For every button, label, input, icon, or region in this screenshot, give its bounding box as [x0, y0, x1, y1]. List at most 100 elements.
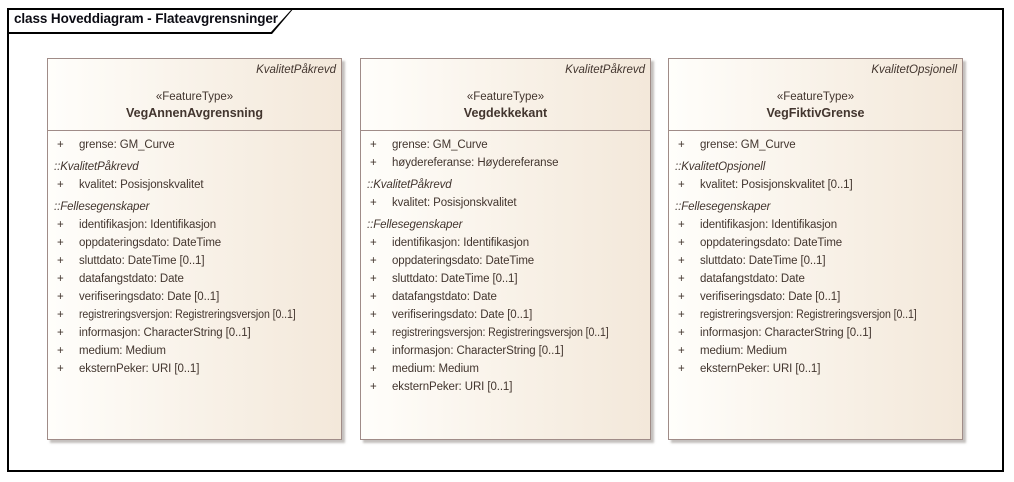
- attribute-row: +identifikasjon: Identifikasjon: [48, 216, 341, 234]
- visibility: +: [678, 345, 685, 357]
- attribute-text: identifikasjon: Identifikasjon: [700, 219, 837, 231]
- diagram-title-tab-fill: [9, 10, 292, 32]
- attribute-text: oppdateringsdato: DateTime: [700, 237, 843, 249]
- attribute-row: + datafangstdato: Date: [48, 270, 341, 288]
- visibility: +: [57, 291, 64, 303]
- attribute-text: registreringsversjon: Registreringsversj…: [79, 309, 296, 321]
- class-stereotype: «FeatureType»: [466, 91, 545, 103]
- attribute-text: medium: Medium: [700, 345, 787, 357]
- class-header: KvalitetPåkrevd «FeatureType» Vegdekkeka…: [361, 59, 650, 131]
- visibility: +: [678, 363, 685, 375]
- visibility: +: [57, 273, 64, 285]
- class-name: Vegdekkekant: [463, 106, 548, 120]
- attribute-row: +informasjon: CharacterString [0..1]: [48, 324, 341, 342]
- attribute-text: informasjon: CharacterString [0..1]: [700, 327, 872, 339]
- attribute-row: +registreringsversjon: Registreringsvers…: [48, 306, 341, 324]
- attribute-row: + verifiseringsdato: Date [0..1]: [669, 288, 962, 306]
- attribute-text: datafangstdato: Date: [79, 273, 184, 285]
- attribute-row: +sluttdato: DateTime [0..1]: [48, 252, 341, 270]
- attribute-row: + sluttdato: DateTime [0..1]: [669, 252, 962, 270]
- section-label: ::Fellesegenskaper: [675, 201, 771, 213]
- visibility: +: [370, 381, 377, 393]
- visibility: +: [370, 255, 377, 267]
- visibility: +: [57, 327, 64, 339]
- visibility: +: [57, 179, 64, 191]
- attribute-text: grense: GM_Curve: [79, 139, 175, 151]
- visibility: +: [678, 309, 685, 321]
- attribute-row: + informasjon: CharacterString [0..1]: [361, 342, 650, 360]
- attribute-text: sluttdato: DateTime [0..1]: [392, 273, 518, 285]
- attribute-text: grense: GM_Curve: [392, 139, 488, 151]
- attribute-row: +oppdateringsdato: DateTime: [48, 234, 341, 252]
- attribute-text: informasjon: CharacterString [0..1]: [392, 345, 564, 357]
- class-header: KvalitetPåkrevd «FeatureType» VegAnnenAv…: [48, 59, 341, 131]
- attribute-text: eksternPeker: URI [0..1]: [392, 381, 513, 393]
- attribute-text: registreringsversjon: Registreringsversj…: [392, 327, 609, 339]
- attribute-row: +oppdateringsdato: DateTime: [669, 234, 962, 252]
- visibility: +: [370, 291, 377, 303]
- visibility: +: [57, 363, 64, 375]
- attribute-text: kvalitet: Posisjonskvalitet: [392, 197, 517, 209]
- section-label: ::KvalitetPåkrevd: [54, 161, 139, 173]
- attribute-text: datafangstdato: Date: [700, 273, 805, 285]
- visibility: +: [57, 139, 64, 151]
- attribute-row: + registreringsversjon: Registreringsvers…: [669, 306, 962, 324]
- class-tag: KvalitetPåkrevd: [565, 64, 645, 76]
- uml-class-veg-annen-avgrensning[interactable]: KvalitetPåkrevd «FeatureType» VegAnnenAv…: [47, 58, 342, 440]
- visibility: +: [370, 309, 377, 321]
- visibility: +: [370, 237, 377, 249]
- diagram-title-tab: class Hoveddiagram - Flateavgrensninger: [7, 8, 294, 34]
- class-attributes: +grense: GM_Curve ::KvalitetOpsjonell +k…: [669, 131, 962, 378]
- attribute-text: sluttdato: DateTime [0..1]: [700, 255, 826, 267]
- attribute-text: sluttdato: DateTime [0..1]: [79, 255, 205, 267]
- visibility: +: [678, 139, 685, 151]
- visibility: +: [370, 157, 377, 169]
- attribute-row: + oppdateringsdato: DateTime: [361, 252, 650, 270]
- class-tag: KvalitetOpsjonell: [871, 64, 957, 76]
- visibility: +: [370, 327, 377, 339]
- attribute-text: kvalitet: Posisjonskvalitet: [79, 179, 204, 191]
- attribute-row: + eksternPeker: URI [0..1]: [48, 360, 341, 378]
- uml-class-veg-fiktiv-grense[interactable]: KvalitetOpsjonell «FeatureType» VegFikti…: [668, 58, 963, 440]
- attribute-row: + verifiseringsdato: Date [0..1]: [48, 288, 341, 306]
- attribute-text: oppdateringsdato: DateTime: [392, 255, 535, 267]
- attribute-row: + kvalitet: Posisjonskvalitet: [48, 176, 341, 194]
- attribute-row: + sluttdato: DateTime [0..1]: [361, 270, 650, 288]
- attribute-row: + grense: GM_Curve: [669, 136, 962, 154]
- visibility: +: [678, 291, 685, 303]
- class-name: VegFiktivGrense: [766, 106, 865, 120]
- class-stereotype: «FeatureType»: [776, 91, 855, 103]
- visibility: +: [678, 255, 685, 267]
- attribute-row: + kvalitet: Posisjonskvalitet: [361, 194, 650, 212]
- uml-class-vegdekkekant[interactable]: KvalitetPåkrevd «FeatureType» Vegdekkeka…: [360, 58, 651, 440]
- section-label: ::KvalitetOpsjonell: [675, 161, 766, 173]
- section-label: ::Fellesegenskaper: [367, 219, 463, 231]
- attribute-row: +medium: Medium: [48, 342, 341, 360]
- attribute-text: medium: Medium: [392, 363, 479, 375]
- visibility: +: [57, 219, 64, 231]
- attribute-text: grense: GM_Curve: [700, 139, 796, 151]
- attribute-text: verifiseringsdato: Date [0..1]: [79, 291, 220, 303]
- attribute-row: + identifikasjon: Identifikasjon: [361, 234, 650, 252]
- visibility: +: [678, 273, 685, 285]
- visibility: +: [370, 197, 377, 209]
- class-stereotype: «FeatureType»: [155, 91, 234, 103]
- visibility: +: [678, 179, 685, 191]
- section-label: ::Fellesegenskaper: [54, 201, 150, 213]
- attribute-text: eksternPeker: URI [0..1]: [79, 363, 200, 375]
- class-header: KvalitetOpsjonell «FeatureType» VegFikti…: [669, 59, 962, 131]
- attribute-text: registreringsversjon: Registreringsversj…: [700, 309, 917, 321]
- attribute-row: + eksternPeker: URI [0..1]: [361, 378, 650, 396]
- class-tag: KvalitetPåkrevd: [256, 64, 336, 76]
- section-label: ::KvalitetPåkrevd: [367, 179, 452, 191]
- attribute-row: +datafangstdato: Date: [361, 288, 650, 306]
- class-attributes: +grense: GM_Curve ::KvalitetPåkrevd +kva…: [48, 131, 341, 378]
- attribute-text: høydereferanse: Høydereferanse: [392, 157, 559, 169]
- attribute-text: identifikasjon: Identifikasjon: [392, 237, 529, 249]
- attribute-text: verifiseringsdato: Date [0..1]: [700, 291, 841, 303]
- attribute-row: + høydereferanse: Høydereferanse: [361, 154, 650, 172]
- visibility: +: [57, 345, 64, 357]
- visibility: +: [370, 273, 377, 285]
- visibility: +: [370, 345, 377, 357]
- attribute-text: oppdateringsdato: DateTime: [79, 237, 222, 249]
